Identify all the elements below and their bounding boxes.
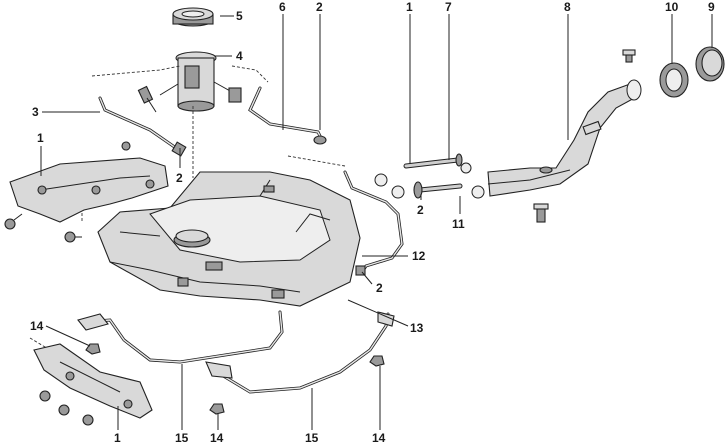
callout-2-top: 2 <box>316 0 323 14</box>
fuel-pump-cap <box>172 7 214 27</box>
fuel-tank <box>97 171 361 307</box>
bottom-bolts <box>39 390 94 426</box>
filler-neck <box>487 79 642 197</box>
bottom-shield <box>33 343 153 419</box>
strap-nuts <box>85 343 385 415</box>
filler-bolt-top <box>622 49 636 63</box>
callout-12: 12 <box>412 249 426 263</box>
callout-1-center: 1 <box>406 0 413 14</box>
callout-15-right: 15 <box>305 431 319 445</box>
guide-line-pump-left <box>91 65 181 77</box>
bolt-center <box>64 231 82 243</box>
fuel-line-3 <box>98 96 187 157</box>
callout-13: 13 <box>410 321 424 335</box>
fuel-pump-fittings <box>137 85 157 113</box>
filler-hose-7 <box>403 153 463 169</box>
callout-5: 5 <box>236 9 243 23</box>
callout-11: 11 <box>452 217 465 231</box>
hose-clamps <box>374 162 485 199</box>
callout-1-bottom: 1 <box>114 431 121 445</box>
callout-14-bottom: 14 <box>210 431 224 445</box>
tank-strap-right <box>205 311 395 394</box>
filler-seal <box>659 62 689 98</box>
guide-line-pump-right <box>231 65 269 83</box>
leader-lines <box>40 14 713 430</box>
heat-shield <box>9 157 169 223</box>
filler-neck-bolt <box>533 203 549 223</box>
callout-14-left: 14 <box>30 319 44 333</box>
filler-hose-11 <box>413 181 463 199</box>
callout-1-left: 1 <box>37 131 44 145</box>
callout-3: 3 <box>32 105 39 119</box>
callout-15-left: 15 <box>175 431 189 445</box>
callout-2-left: 2 <box>176 171 183 185</box>
callout-7: 7 <box>445 0 452 14</box>
callout-14-right: 14 <box>372 431 386 445</box>
fuel-pump-module <box>159 51 242 112</box>
callout-6: 6 <box>279 0 286 14</box>
vent-line-12 <box>343 170 404 276</box>
filler-cap <box>695 46 725 82</box>
callout-4: 4 <box>236 49 243 63</box>
bolt-left <box>4 213 23 230</box>
callout-8: 8 <box>564 0 571 14</box>
guide-line-tank <box>287 155 346 167</box>
fuel-line-6 <box>248 86 327 145</box>
connector-bolt-small <box>121 141 131 151</box>
callout-10: 10 <box>665 0 679 14</box>
callout-9: 9 <box>708 0 715 14</box>
tank-strap-left <box>77 310 284 364</box>
callout-2-center: 2 <box>417 203 424 217</box>
callout-2-tank: 2 <box>376 281 383 295</box>
